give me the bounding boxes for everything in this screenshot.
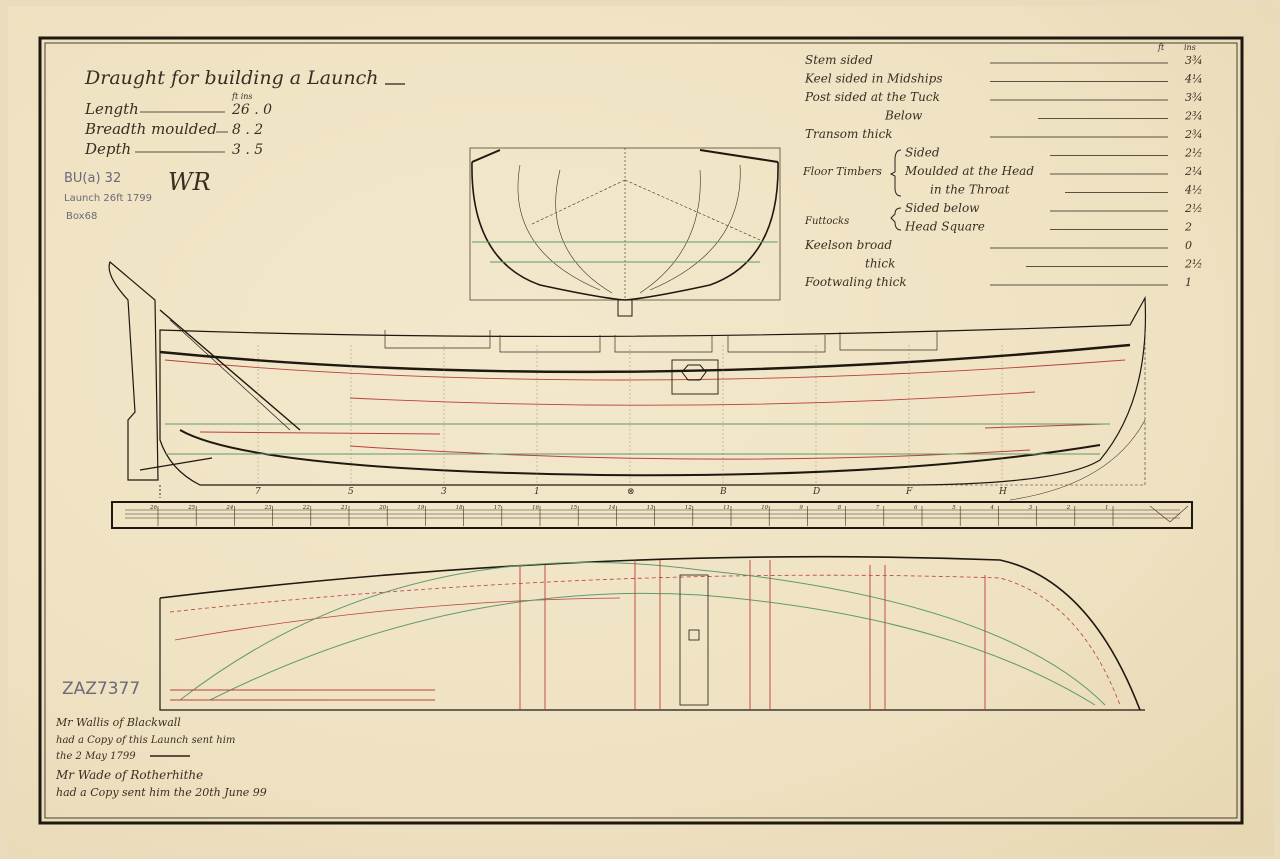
- scantling-value: 2: [1184, 221, 1192, 234]
- scantling-label: Post sided at the Tuck: [804, 90, 940, 104]
- sheer-profile: [108, 260, 1147, 501]
- dimension-label: Breadth moulded: [84, 120, 217, 138]
- scale-tick-label: 16: [532, 505, 539, 511]
- note-line: Mr Wallis of Blackwall: [55, 716, 181, 729]
- scale-tick-label: 18: [456, 505, 463, 511]
- scantling-label: Keelson broad: [804, 238, 892, 252]
- scantling-label: in the Throat: [930, 183, 1010, 197]
- scale-tick-label: 11: [723, 505, 730, 511]
- note-line: Mr Wade of Rotherhithe: [55, 768, 203, 782]
- station-labels: 7 5 3 1 ⊗ B D F H: [255, 345, 1007, 497]
- note-line: the 2 May 1799: [56, 751, 136, 762]
- scantling-label: Below: [884, 109, 923, 123]
- body-plan: [469, 147, 781, 317]
- scantling-value: 2½: [1184, 202, 1203, 215]
- group-label-floor-timbers: Floor Timbers: [802, 165, 882, 178]
- dimension-value: 8 . 2: [232, 122, 263, 138]
- scale-tick-label: 10: [761, 505, 768, 511]
- archive-note: Launch 26ft 1799: [64, 193, 152, 204]
- scale-tick-label: 19: [417, 505, 424, 511]
- catalogue-number: ZAZ7377: [62, 679, 140, 699]
- border-frame-inner: [44, 42, 1238, 819]
- group-label-futtocks: Futtocks: [804, 216, 849, 227]
- station-label: H: [998, 487, 1007, 497]
- archive-pencil-notes: BU(a) 32 Launch 26ft 1799 Box68: [64, 171, 152, 222]
- scantling-label: Stem sided: [805, 53, 873, 67]
- scantling-label: Sided: [905, 146, 940, 160]
- scale-tick-label: 25: [187, 505, 195, 511]
- scantling-value: 1: [1185, 276, 1192, 289]
- scale-tick-label: 21: [340, 505, 348, 511]
- dimension-label: Depth: [84, 140, 131, 158]
- scale-tick-label: 6: [914, 505, 918, 511]
- scantling-value: 4¼: [1184, 73, 1203, 86]
- scantling-value: 2½: [1184, 258, 1203, 271]
- archive-note: Box68: [66, 211, 97, 222]
- scale-tick-label: 8: [838, 505, 842, 511]
- station-label: 5: [348, 487, 354, 497]
- scale-tick-label: 22: [302, 505, 310, 511]
- scale-tick-label: 17: [494, 505, 501, 511]
- station-label: ⊗: [627, 487, 635, 497]
- initials-signature: WR: [168, 168, 211, 196]
- scale-tick-label: 15: [570, 505, 577, 511]
- scale-tick-label: 24: [225, 505, 233, 511]
- station-label: F: [905, 487, 913, 497]
- scale-tick-label: 2: [1066, 505, 1071, 511]
- archive-note: BU(a) 32: [64, 171, 121, 186]
- scale-tick-label: 4: [989, 505, 994, 511]
- units-label: ft ins: [231, 92, 253, 101]
- scantling-label: Sided below: [905, 201, 980, 215]
- scale-tick-label: 7: [876, 505, 880, 511]
- drawing-title: Draught for building a Launch: [84, 67, 378, 89]
- brace: [889, 149, 902, 197]
- scale-tick-label: 5: [952, 505, 956, 511]
- header-ins: ins: [1184, 43, 1196, 52]
- scantling-label: Moulded at the Head: [904, 164, 1034, 178]
- scale-tick-label: 3: [1029, 505, 1033, 511]
- scale-tick-label: 23: [264, 505, 272, 511]
- scale-tick-label: 12: [685, 505, 692, 511]
- scantling-label: Transom thick: [805, 127, 893, 141]
- station-label: B: [719, 487, 727, 497]
- scantling-label: Head Square: [904, 220, 985, 234]
- scale-tick-label: 13: [647, 505, 654, 511]
- note-line: had a Copy sent him the 20th June 99: [56, 786, 267, 799]
- half-breadth-plan: [159, 555, 1145, 711]
- dimensions-table: ft ins Length 26 . 0 Breadth moulded 8 .…: [84, 92, 272, 158]
- scantling-value: 2¾: [1184, 128, 1203, 141]
- dimension-value: 26 . 0: [231, 102, 272, 118]
- station-label: 1: [534, 487, 540, 497]
- scale-tick-label: 1: [1105, 505, 1109, 511]
- header-ft: ft: [1157, 43, 1165, 52]
- scantling-value: 2½: [1184, 147, 1203, 160]
- scale-tick-label: 20: [378, 505, 386, 511]
- scantling-label: thick: [865, 257, 895, 271]
- scantling-value: 0: [1185, 239, 1192, 252]
- scantling-label: Footwaling thick: [804, 275, 907, 289]
- dimension-label: Length: [84, 100, 139, 118]
- border-frame: [38, 36, 1244, 825]
- scale-tick-label: 14: [608, 505, 615, 511]
- scale-tick-label: 26: [149, 505, 157, 511]
- copy-notes: Mr Wallis of Blackwall had a Copy of thi…: [55, 716, 267, 799]
- scantling-value: 2¾: [1184, 110, 1203, 123]
- dimension-value: 3 . 5: [232, 142, 263, 158]
- scantling-value: 3¾: [1185, 91, 1203, 104]
- station-label: 7: [255, 487, 261, 497]
- scale-tick-label: 9: [799, 505, 803, 511]
- note-line: had a Copy of this Launch sent him: [56, 735, 235, 746]
- scantling-value: 4½: [1184, 184, 1203, 197]
- scantling-value: 3¾: [1185, 54, 1203, 67]
- station-label: D: [812, 487, 820, 497]
- station-label: 3: [441, 487, 447, 497]
- scantling-label: Keel sided in Midships: [804, 72, 943, 86]
- brace: [890, 207, 902, 231]
- scantling-value: 2¼: [1184, 165, 1203, 178]
